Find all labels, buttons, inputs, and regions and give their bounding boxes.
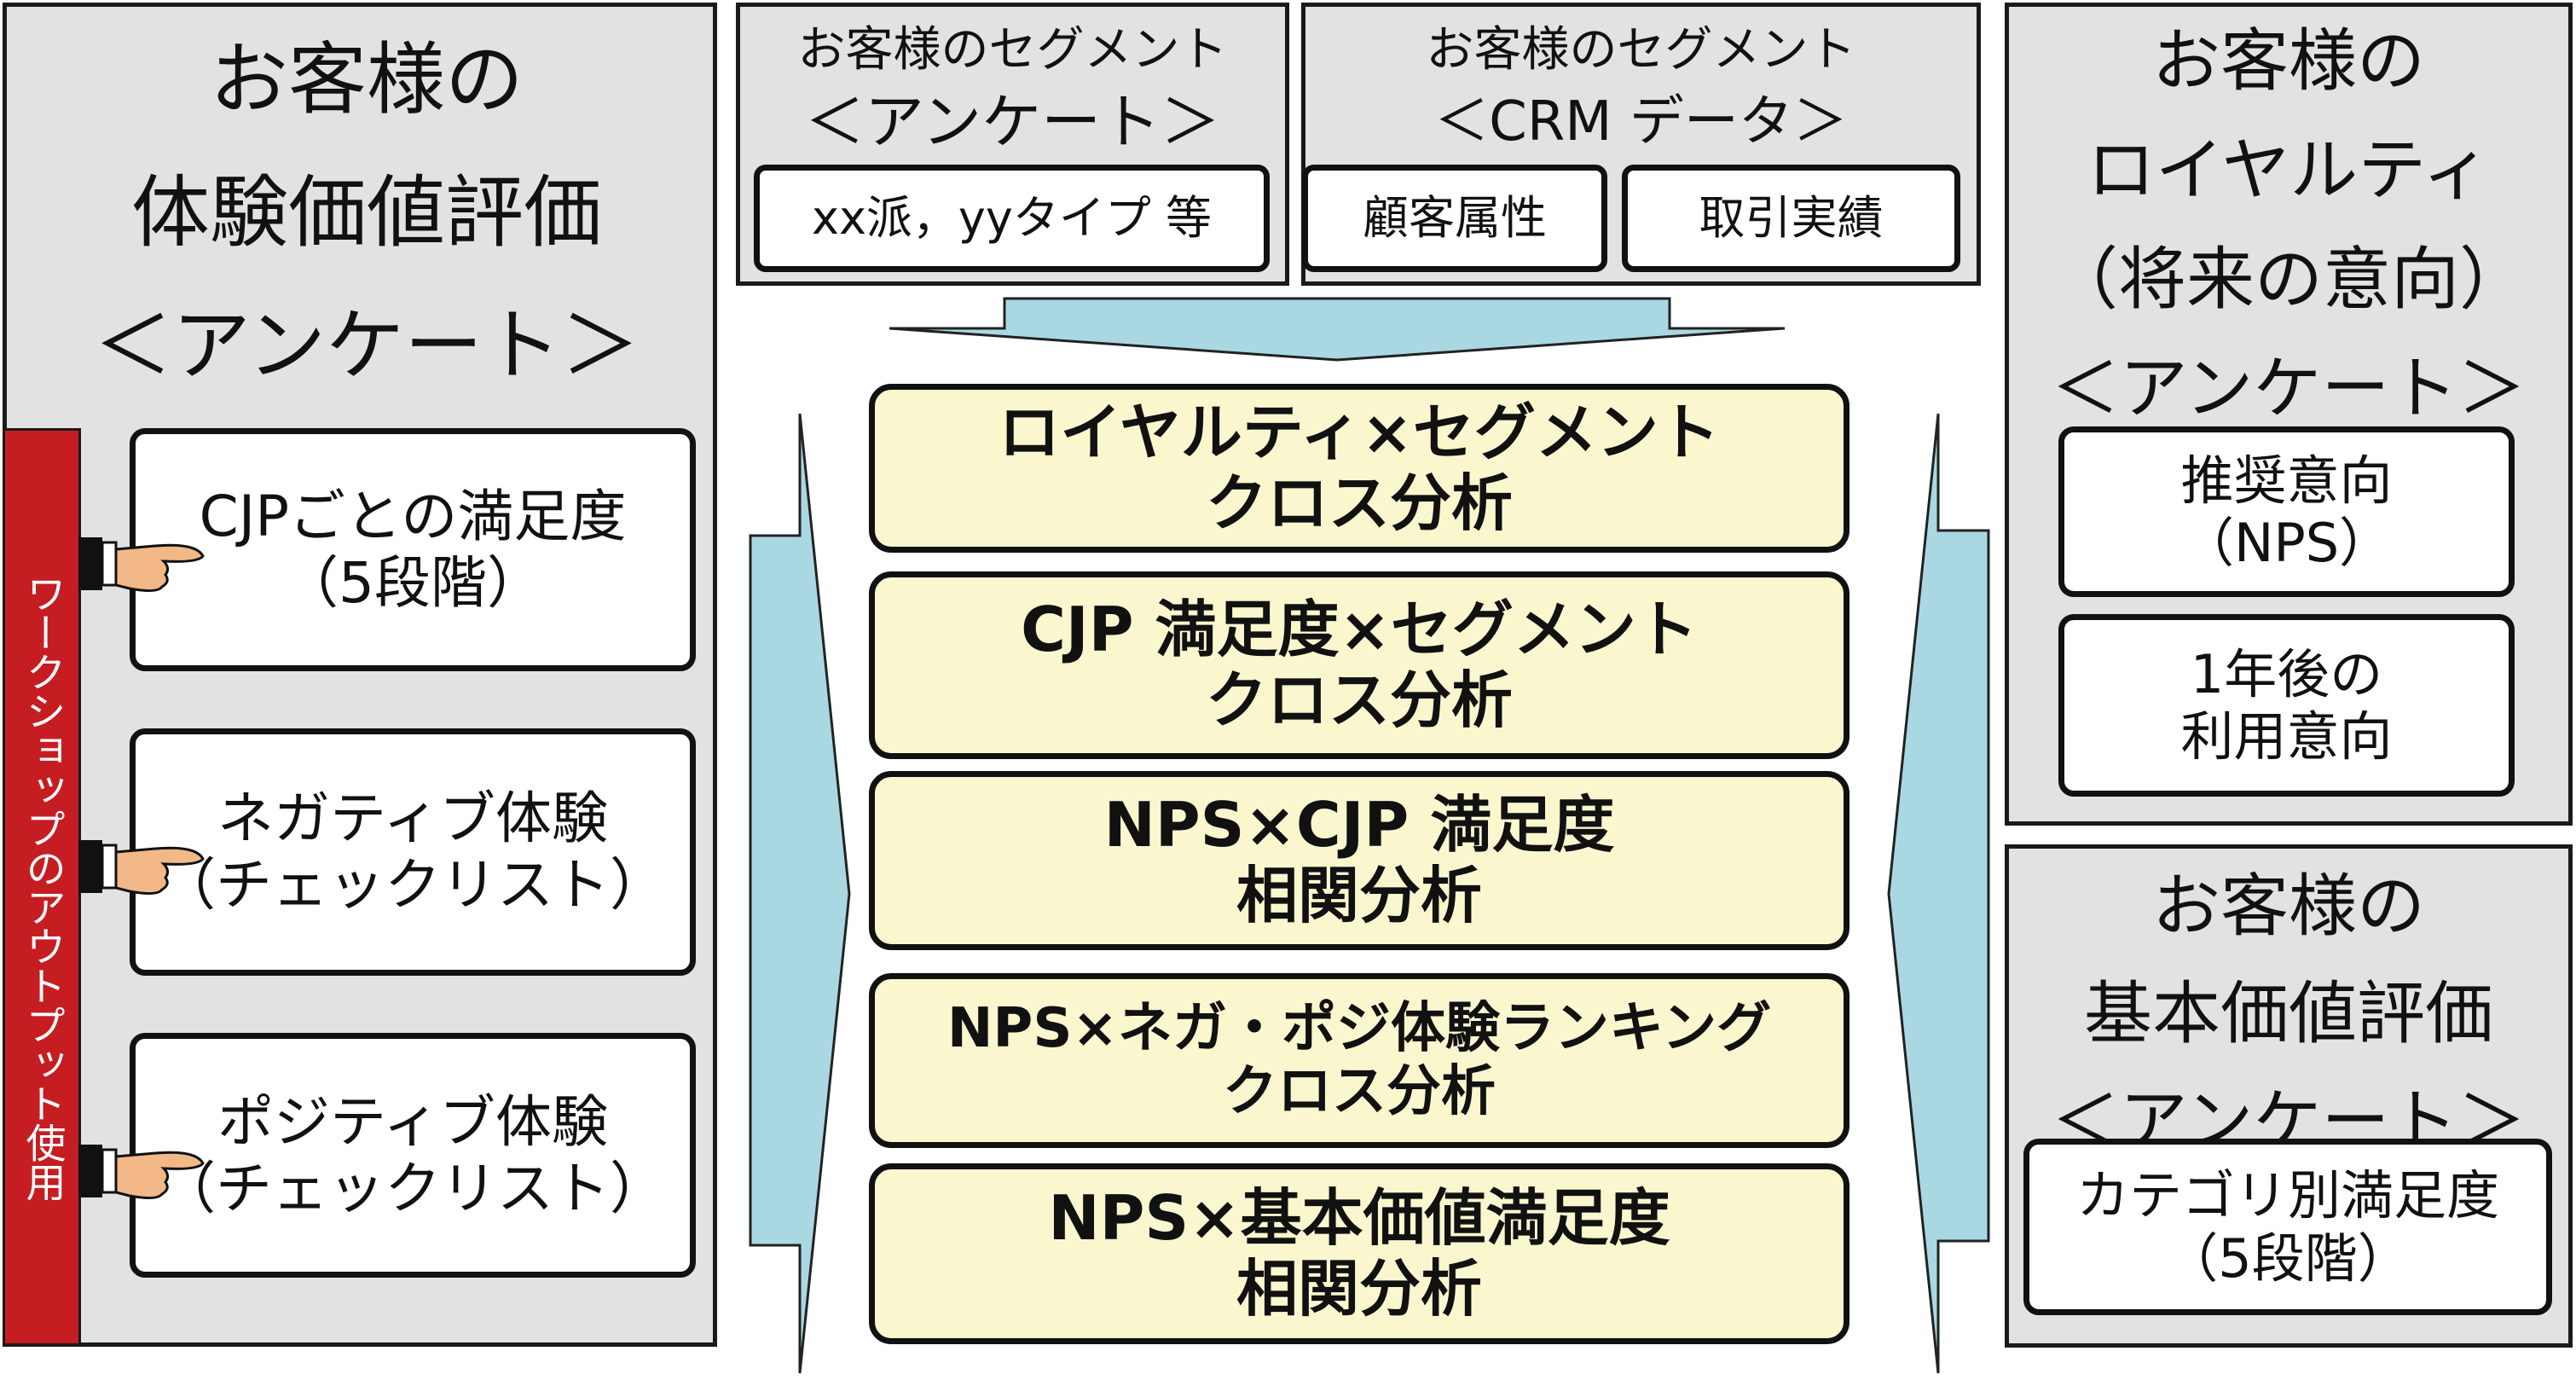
title-line: ＜アンケート＞ [804,87,1221,157]
analysis-sublabel: クロス分析 [1205,664,1513,736]
title-line: 基本価値評価 [2084,974,2493,1053]
item-label: ポジティブ体験 [217,1088,609,1155]
item-sublabel: （チェックリスト） [159,1155,666,1221]
item-label: カテゴリ別満足度 [2075,1164,2499,1227]
title-line: お客様のセグメント [797,22,1228,78]
analysis-label: NPS×CJP 満足度 [1103,789,1615,861]
item-label: 1年後の [2190,642,2383,705]
analysis-box: CJP 満足度×セグメント クロス分析 [869,571,1850,759]
positive-experience-box: ポジティブ体験 （チェックリスト） [130,1033,696,1278]
item-label: xx派，yyタイプ 等 [812,191,1212,246]
negative-experience-box: ネガティブ体験 （チェックリスト） [130,728,696,976]
down-arrow-icon [889,297,1786,362]
title-line: お客様の [2152,21,2425,101]
basic-value-title: お客様の 基本価値評価 ＜アンケート＞ [2007,853,2570,1175]
customer-experience-title: お客様の 体験価値評価 ＜アンケート＞ [34,14,699,413]
title-line: 体験価値評価 [130,167,602,258]
item-label: 顧客属性 [1363,191,1547,246]
analysis-box: NPS×ネガ・ポジ体験ランキング クロス分析 [869,973,1850,1148]
analysis-label: NPS×ネガ・ポジ体験ランキング [946,996,1772,1060]
segment-type-box: xx派，yyタイプ 等 [754,165,1270,272]
cjp-satisfaction-box: CJPごとの満足度 （5段階） [130,428,696,671]
analysis-sublabel: 相関分析 [1236,860,1482,931]
customer-attribute-box: 顧客属性 [1302,165,1607,272]
workshop-output-label-text: ワークショップのアウトプット使用 [18,573,66,1201]
item-label: 取引実績 [1699,191,1884,246]
title-line: ＜アンケート＞ [2051,349,2527,428]
item-label: 推奨意向 [2180,449,2393,512]
analysis-sublabel: クロス分析 [1223,1059,1496,1123]
title-line: （将来の意向） [2050,240,2527,319]
item-label: ネガティブ体験 [217,786,609,852]
loyalty-title: お客様の ロイヤルティ （将来の意向） ＜アンケート＞ [2007,7,2570,444]
title-line: ＜アンケート＞ [93,300,640,391]
title-line: お客様の [209,34,524,125]
usage-intent-box: 1年後の 利用意向 [2058,614,2515,797]
analysis-sublabel: 相関分析 [1236,1253,1482,1325]
analysis-label: NPS×基本価値満足度 [1048,1182,1670,1255]
recommend-intent-box: 推奨意向 （NPS） [2058,426,2515,597]
analysis-sublabel: クロス分析 [1205,467,1513,539]
item-label: CJPごとの満足度 [199,483,627,549]
item-sublabel: （5段階） [282,549,543,616]
analysis-box: NPS×基本価値満足度 相関分析 [869,1163,1850,1344]
item-sublabel: （チェックリスト） [159,852,666,918]
transaction-history-box: 取引実績 [1622,165,1960,272]
right-arrow-icon [749,413,851,1374]
title-line: ＜CRM データ＞ [1434,90,1848,154]
title-line: お客様のセグメント [1426,22,1856,78]
left-arrow-icon [1887,413,1990,1374]
analysis-box: NPS×CJP 満足度 相関分析 [869,771,1850,950]
segment-survey-title: お客様のセグメント ＜アンケート＞ [738,15,1287,159]
analysis-label: CJP 満足度×セグメント [1021,594,1698,666]
segment-crm-title: お客様のセグメント ＜CRM データ＞ [1304,15,1978,159]
category-satisfaction-box: カテゴリ別満足度 （5段階） [2023,1139,2552,1315]
analysis-label: ロイヤルティ×セグメント [999,397,1720,469]
workshop-output-label: ワークショップのアウトプット使用 [3,428,81,1346]
item-sublabel: （5段階） [2165,1226,2411,1290]
item-sublabel: （NPS） [2180,512,2393,574]
analysis-box: ロイヤルティ×セグメント クロス分析 [869,384,1850,553]
title-line: ロイヤルティ [2087,130,2491,210]
title-line: お客様の [2152,867,2425,946]
item-sublabel: 利用意向 [2180,705,2393,768]
